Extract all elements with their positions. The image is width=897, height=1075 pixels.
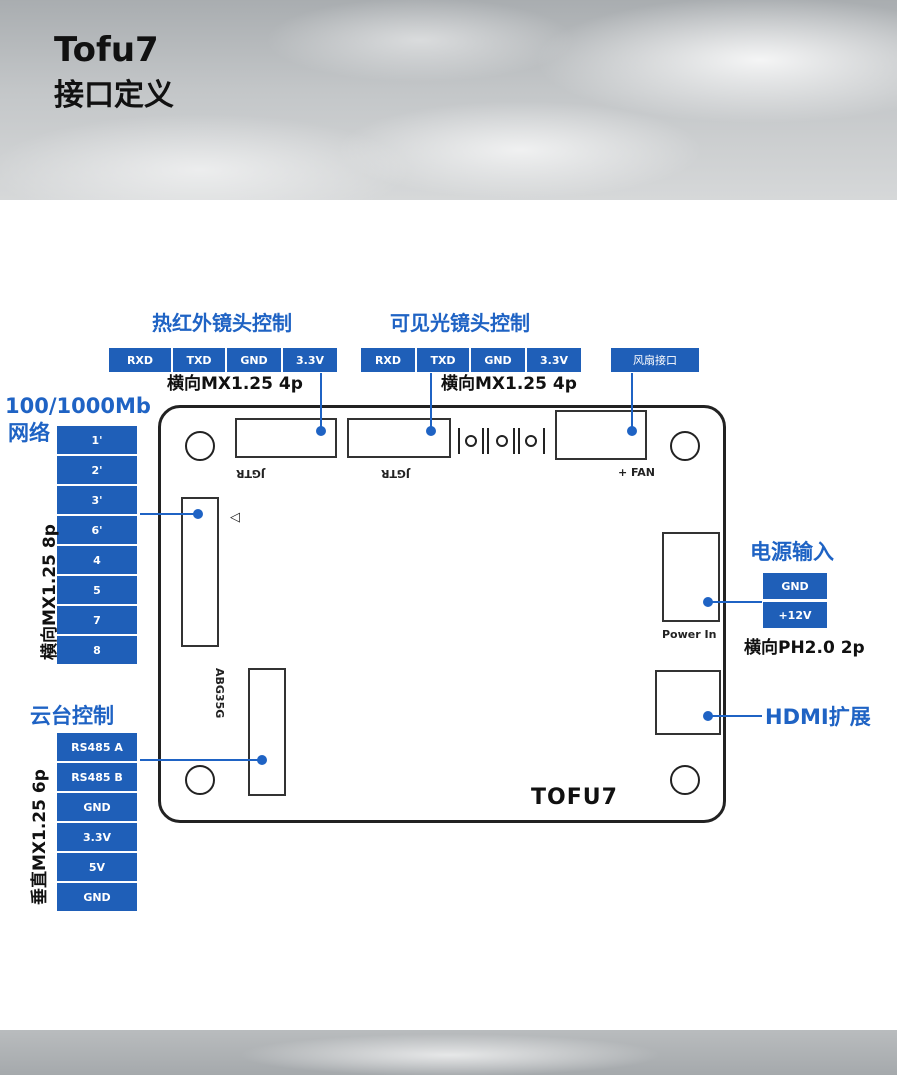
header-banner bbox=[0, 0, 897, 200]
power-pin-12v: +12V bbox=[762, 601, 828, 629]
footer-banner bbox=[0, 1030, 897, 1075]
silk-abg35g: ABG35G bbox=[213, 668, 226, 719]
network-pin-2: 2' bbox=[56, 455, 138, 485]
board-logo: TOFU7 bbox=[531, 785, 618, 810]
thermal-pin-gnd: GND bbox=[226, 347, 282, 373]
switch-symbol bbox=[458, 428, 545, 454]
page-subtitle: 接口定义 bbox=[54, 78, 174, 113]
page-title: Tofu7 bbox=[54, 30, 159, 70]
power-pin-gnd: GND bbox=[762, 572, 828, 600]
gimbal-heading: 云台控制 bbox=[30, 704, 114, 728]
hdmi-heading: HDMI扩展 bbox=[765, 705, 871, 729]
silk-pin1-arrow: ◁ bbox=[230, 510, 240, 525]
gimbal-pin-rs485b: RS485 B bbox=[56, 762, 138, 792]
thermal-heading: 热红外镜头控制 bbox=[152, 311, 292, 335]
visible-heading: 可见光镜头控制 bbox=[390, 311, 530, 335]
network-pin-7: 7 bbox=[56, 605, 138, 635]
silk-power-in: Power In bbox=[662, 628, 717, 641]
mount-hole-bottom-left bbox=[185, 765, 215, 795]
visible-pin-row: RXD TXD GND 3.3V bbox=[360, 347, 582, 373]
network-pin-6: 6' bbox=[56, 515, 138, 545]
network-connector bbox=[181, 497, 219, 647]
network-pin-1: 1' bbox=[56, 425, 138, 455]
network-pin-4: 4 bbox=[56, 545, 138, 575]
network-pin-3: 3' bbox=[56, 485, 138, 515]
gimbal-pin-5v: 5V bbox=[56, 852, 138, 882]
mount-hole-top-left bbox=[185, 431, 215, 461]
network-pin-column: 1' 2' 3' 6' 4 5 7 8 bbox=[56, 425, 138, 665]
silk-jgtr-thermal: JGTR bbox=[236, 467, 265, 480]
gimbal-pin-gnd1: GND bbox=[56, 792, 138, 822]
power-connector bbox=[662, 532, 720, 622]
thermal-pin-3v3: 3.3V bbox=[282, 347, 338, 373]
visible-connector bbox=[347, 418, 451, 458]
visible-pin-rxd: RXD bbox=[360, 347, 416, 373]
network-heading-line1: 100/1000Mb bbox=[5, 394, 151, 418]
silk-jgtr-visible: JGTR bbox=[381, 467, 410, 480]
visible-connector-note: 横向MX1.25 4p bbox=[441, 374, 577, 394]
thermal-pin-row: RXD TXD GND 3.3V bbox=[108, 347, 338, 373]
gimbal-pin-gnd2: GND bbox=[56, 882, 138, 912]
thermal-connector bbox=[235, 418, 337, 458]
thermal-connector-note: 横向MX1.25 4p bbox=[167, 374, 303, 394]
mount-hole-bottom-right bbox=[670, 765, 700, 795]
gimbal-connector bbox=[248, 668, 286, 796]
gimbal-pin-column: RS485 A RS485 B GND 3.3V 5V GND bbox=[56, 732, 138, 912]
thermal-pin-txd: TXD bbox=[172, 347, 226, 373]
gimbal-pin-3v3: 3.3V bbox=[56, 822, 138, 852]
gimbal-connector-note: 垂直MX1.25 6p bbox=[30, 769, 50, 905]
network-pin-8: 8 bbox=[56, 635, 138, 665]
gimbal-pin-rs485a: RS485 A bbox=[56, 732, 138, 762]
visible-pin-txd: TXD bbox=[416, 347, 470, 373]
visible-pin-gnd: GND bbox=[470, 347, 526, 373]
mount-hole-top-right bbox=[670, 431, 700, 461]
visible-pin-3v3: 3.3V bbox=[526, 347, 582, 373]
power-heading: 电源输入 bbox=[750, 540, 834, 564]
hdmi-connector bbox=[655, 670, 721, 735]
network-pin-5: 5 bbox=[56, 575, 138, 605]
network-connector-note: 横向MX1.25 8p bbox=[40, 524, 60, 660]
thermal-pin-rxd: RXD bbox=[108, 347, 172, 373]
fan-connector bbox=[555, 410, 647, 460]
fan-label: 风扇接口 bbox=[610, 347, 700, 373]
network-heading-line2: 网络 bbox=[8, 421, 50, 445]
silk-fan: + FAN bbox=[618, 466, 656, 479]
power-connector-note: 横向PH2.0 2p bbox=[744, 638, 865, 658]
